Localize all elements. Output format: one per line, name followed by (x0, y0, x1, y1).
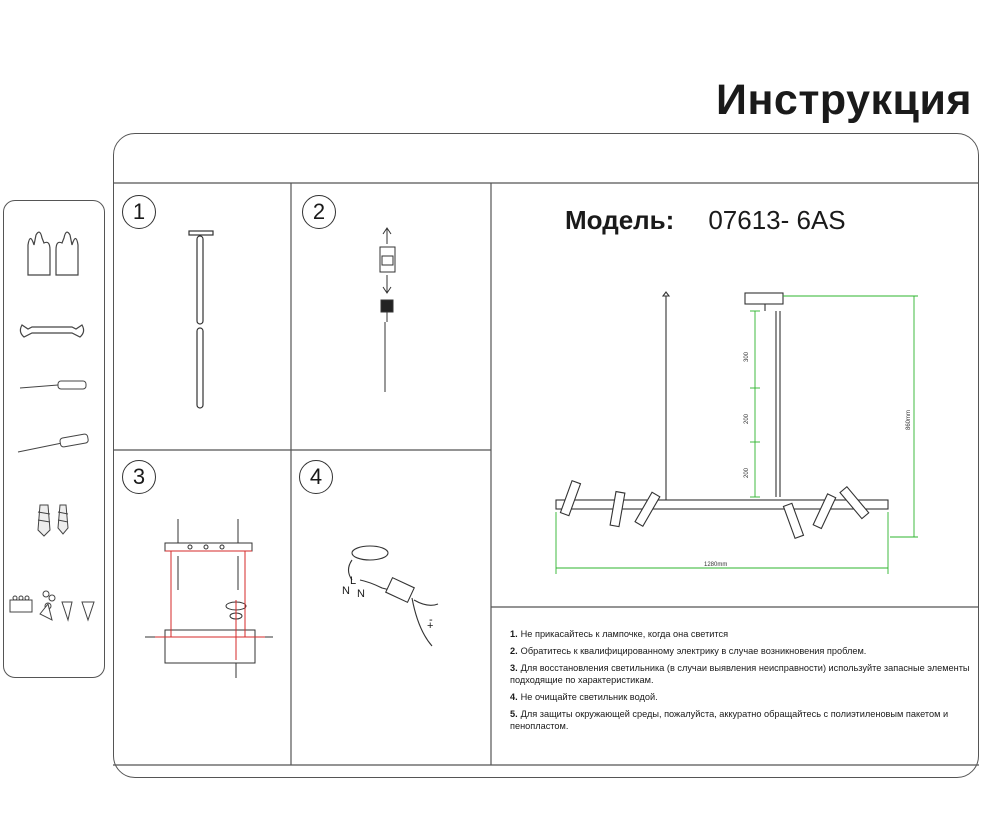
step4-wiring-drawing (347, 545, 439, 647)
main-frame (113, 133, 979, 778)
phillips-screwdriver-icon (17, 433, 89, 453)
tools-panel (3, 200, 105, 678)
instruction-item: 4.Не очищайте светильник водой. (510, 692, 658, 702)
instruction-item: 5.Для защиты окружающей среды, пожалуйст… (510, 709, 949, 731)
wire-label-n: N (342, 585, 350, 597)
screwdriver-icon (19, 380, 87, 390)
wire-label-plus: + (427, 620, 434, 632)
instruction-item: 1.Не прикасайтесь к лампочке, когда она … (510, 629, 729, 639)
step-number-1: 1 (122, 195, 156, 229)
dim-height: 860mm (906, 409, 912, 430)
step2-connector-drawing (379, 227, 396, 392)
wrench-icon (19, 324, 85, 338)
dim-width: 1280mm (704, 562, 728, 568)
instructions-list: 1.Не прикасайтесь к лампочке, когда она … (510, 628, 970, 737)
step1-rod-drawing (188, 230, 214, 409)
wire-label-l: L (350, 575, 357, 587)
dimension-lines (555, 295, 918, 574)
model-line: Модель: 07613- 6AS (565, 205, 846, 236)
dim-seg1: 300 (744, 351, 750, 362)
instruction-item: 2.Обратитесь к квалифицированному электр… (510, 646, 867, 656)
wire-label-n2: N (357, 588, 365, 600)
step3-mount-drawing (145, 519, 273, 678)
step-number-4: 4 (299, 460, 333, 494)
page-title: Инструкция (716, 76, 972, 124)
dim-seg2: 200 (744, 413, 750, 424)
wire-label-minus: - (429, 614, 433, 626)
instruction-item: 3.Для восстановления светильника (в случ… (510, 663, 970, 685)
model-code: 07613- 6AS (708, 205, 846, 235)
step-number-3: 3 (122, 460, 156, 494)
step-number-2: 2 (302, 195, 336, 229)
screws-icon (37, 504, 69, 537)
model-label: Модель: (565, 205, 675, 235)
dim-seg3: 200 (744, 467, 750, 478)
step3-guide-lines (155, 550, 265, 660)
connectors-icon (9, 590, 95, 622)
gloves-icon (27, 231, 79, 276)
